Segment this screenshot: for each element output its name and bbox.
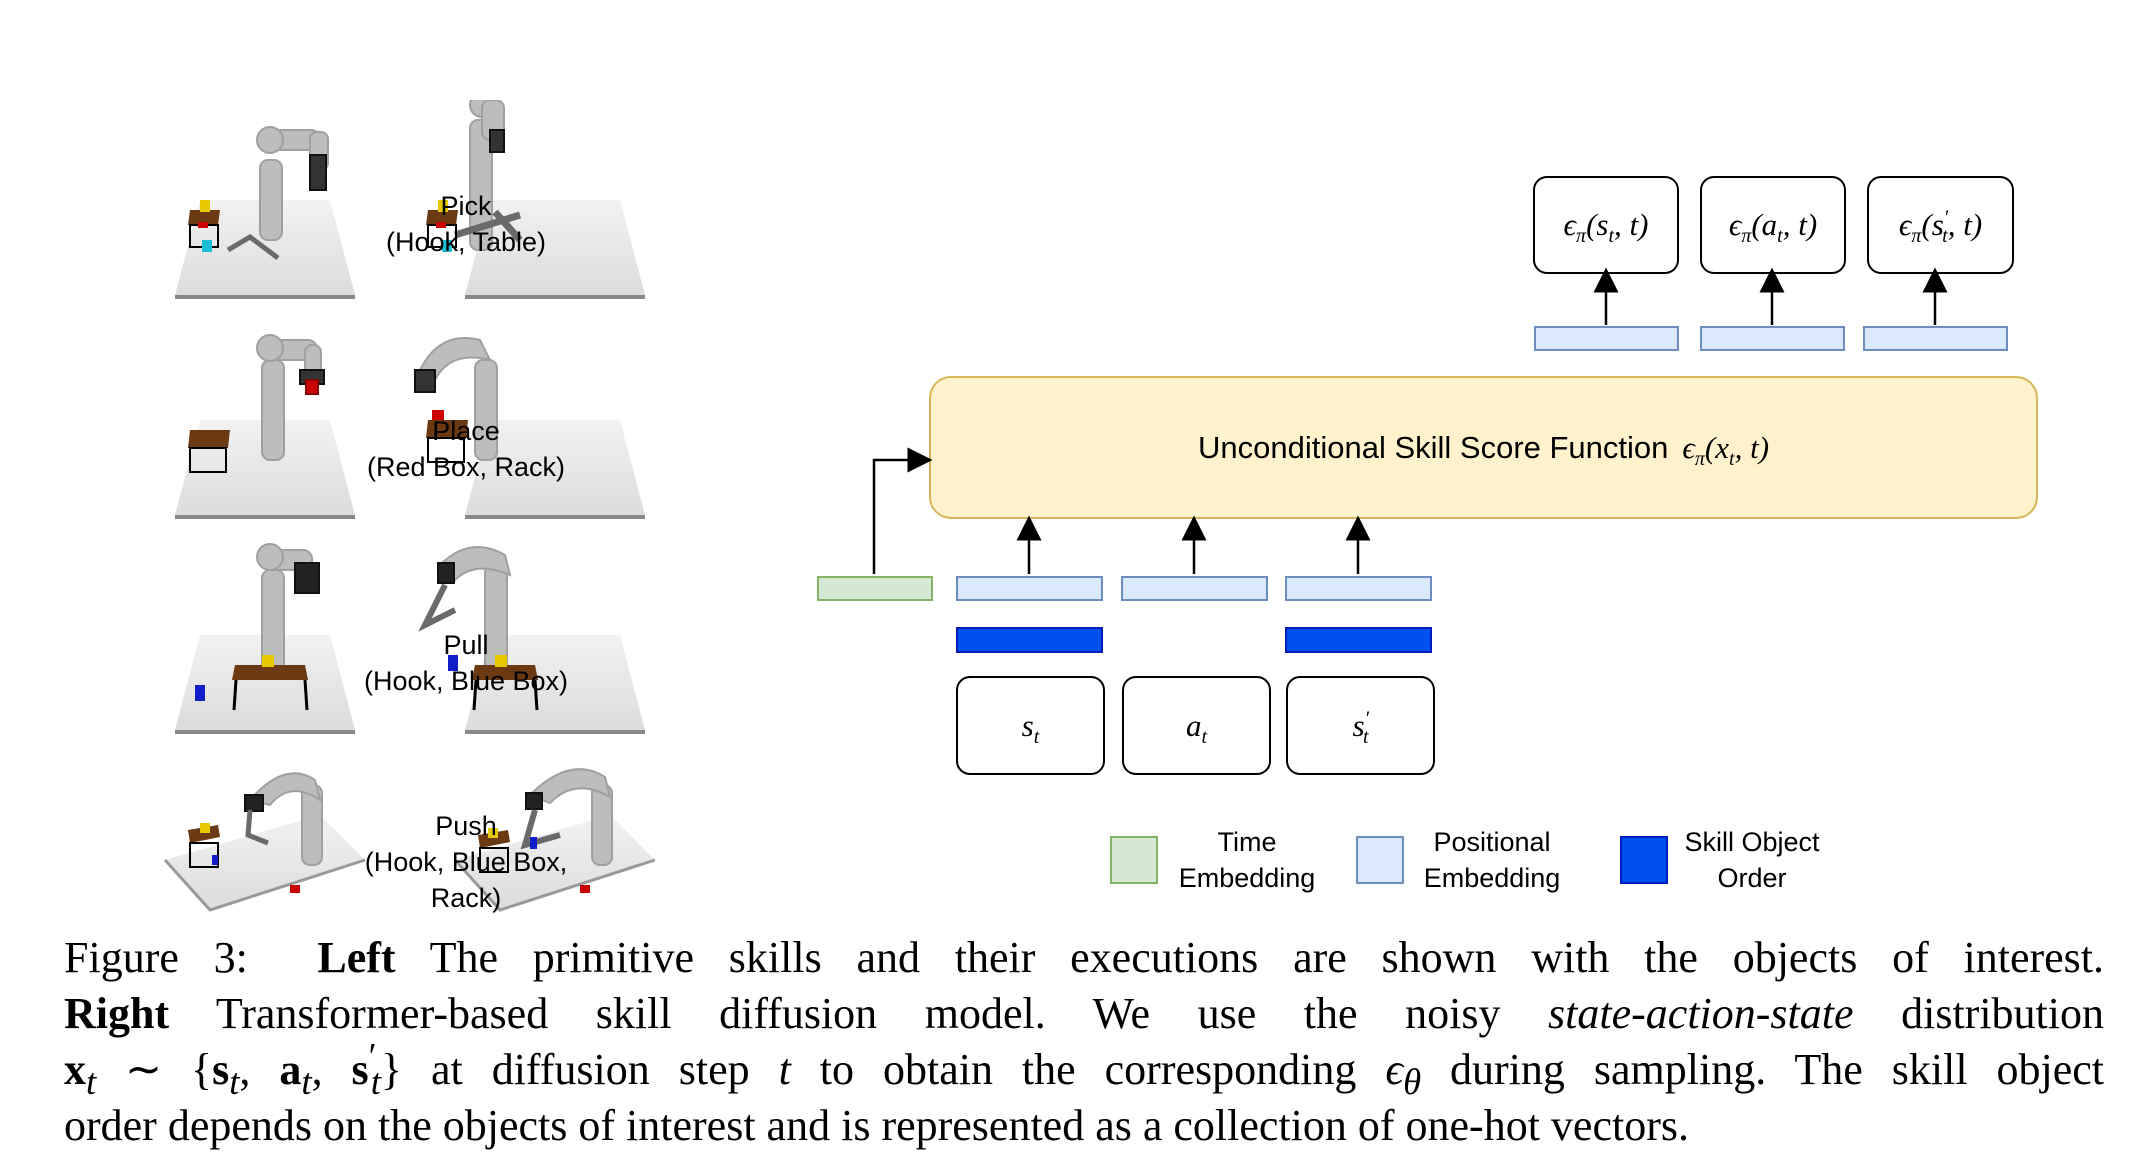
table-icon [232, 655, 309, 711]
hook-object [453, 211, 522, 239]
robot-arm-icon [256, 126, 329, 241]
table-icon [472, 655, 539, 711]
rack-icon [188, 823, 220, 868]
skill-name: Pull [443, 630, 489, 660]
pick-scenes [175, 100, 645, 299]
input-box-at: at [1122, 676, 1271, 775]
left-label: Left [317, 933, 396, 982]
legend-positional-label: Positional Embedding [1423, 827, 1561, 893]
line3-c: during sampling. The skill object [1450, 1045, 2105, 1094]
right-italic: state-action-state [1548, 989, 1854, 1038]
robot-arm-icon [437, 546, 512, 676]
hook-object [245, 809, 269, 846]
caption-math-t: t [778, 1045, 791, 1094]
time-embedding [817, 576, 933, 601]
rack-icon [188, 430, 230, 473]
input-positional-embedding [1285, 576, 1432, 601]
hook-object [418, 583, 457, 632]
blue-box-object [448, 655, 458, 671]
skill-label-pick: Pick (Hook, Table) [356, 188, 576, 260]
legend-order-swatch [1620, 836, 1668, 884]
score-function-math: ϵπ(xt, t) [1682, 429, 1770, 470]
skill-name: Pick [440, 191, 492, 221]
robot-arm-icon [469, 100, 505, 251]
hook-object [520, 809, 561, 850]
output-box-at: ϵπ(at, t) [1700, 176, 1846, 274]
time-arrow [872, 447, 933, 574]
figure-caption: Figure 3: Left The primitive skills and … [64, 930, 2104, 1154]
robot-scenes [163, 100, 656, 912]
place-scenes [175, 334, 645, 519]
robot-arm-icon [525, 768, 613, 866]
skill-args: (Hook, Blue Box, [364, 847, 568, 877]
legend-positional-swatch [1356, 836, 1404, 884]
skill-name: Push [435, 811, 497, 841]
right-text-a: Transformer-based skill diffusion model.… [215, 989, 1501, 1038]
skill-name: Place [432, 416, 500, 446]
right-text-b: distribution [1901, 989, 2104, 1038]
output-positional-embedding [1534, 326, 1679, 351]
pull-scenes [175, 543, 645, 734]
caption-math-distribution: xt ∼ {st, at, s′t} [64, 1035, 403, 1102]
skill-object-order [1285, 627, 1432, 653]
hook-object [226, 233, 280, 260]
skill-label-push: Push (Hook, Blue Box, Rack) [356, 808, 576, 916]
line3-a: at diffusion step [430, 1045, 750, 1094]
robot-arm-icon [256, 334, 325, 461]
robot-arm-icon [244, 772, 323, 866]
skill-args: Rack) [430, 883, 502, 913]
output-box-st-prime: ϵπ(s′t, t) [1867, 176, 2014, 274]
legend-time-label: Time Embedding [1178, 827, 1316, 893]
robot-arm-icon [414, 337, 498, 461]
table-icon [188, 200, 220, 252]
legend-time-swatch [1110, 836, 1158, 884]
caption-math-epsilon: ϵθ [1385, 1045, 1422, 1102]
skill-args: (Hook, Blue Box) [363, 666, 569, 696]
score-function-box: Unconditional Skill Score Function ϵπ(xt… [929, 376, 2038, 519]
output-positional-embedding [1700, 326, 1845, 351]
rack-icon [478, 828, 510, 873]
push-scenes [163, 768, 656, 912]
rack-icon [426, 410, 468, 463]
line4: order depends on the objects of interest… [64, 1101, 1689, 1150]
skill-label-pull: Pull (Hook, Blue Box) [356, 627, 576, 699]
skill-args: (Red Box, Rack) [366, 452, 566, 482]
score-function-label: Unconditional Skill Score Function [1197, 429, 1669, 465]
blue-box-object [195, 685, 205, 701]
input-positional-embedding [956, 576, 1103, 601]
line3-b: to obtain the corresponding [819, 1045, 1357, 1094]
input-positional-embedding [1121, 576, 1268, 601]
figure-label: Figure 3: [64, 933, 248, 982]
input-box-st: st [956, 676, 1105, 775]
skill-object-order [956, 627, 1103, 653]
right-label: Right [64, 989, 170, 1038]
output-positional-embedding [1863, 326, 2008, 351]
table-icon [426, 200, 458, 252]
legend-order-label: Skill Object Order [1684, 827, 1820, 893]
skill-label-place: Place (Red Box, Rack) [356, 413, 576, 485]
blue-box-object [530, 837, 537, 849]
input-box-st-prime: s′t [1286, 676, 1435, 775]
left-text: The primitive skills and their execution… [429, 933, 2104, 982]
skill-args: (Hook, Table) [385, 227, 547, 257]
